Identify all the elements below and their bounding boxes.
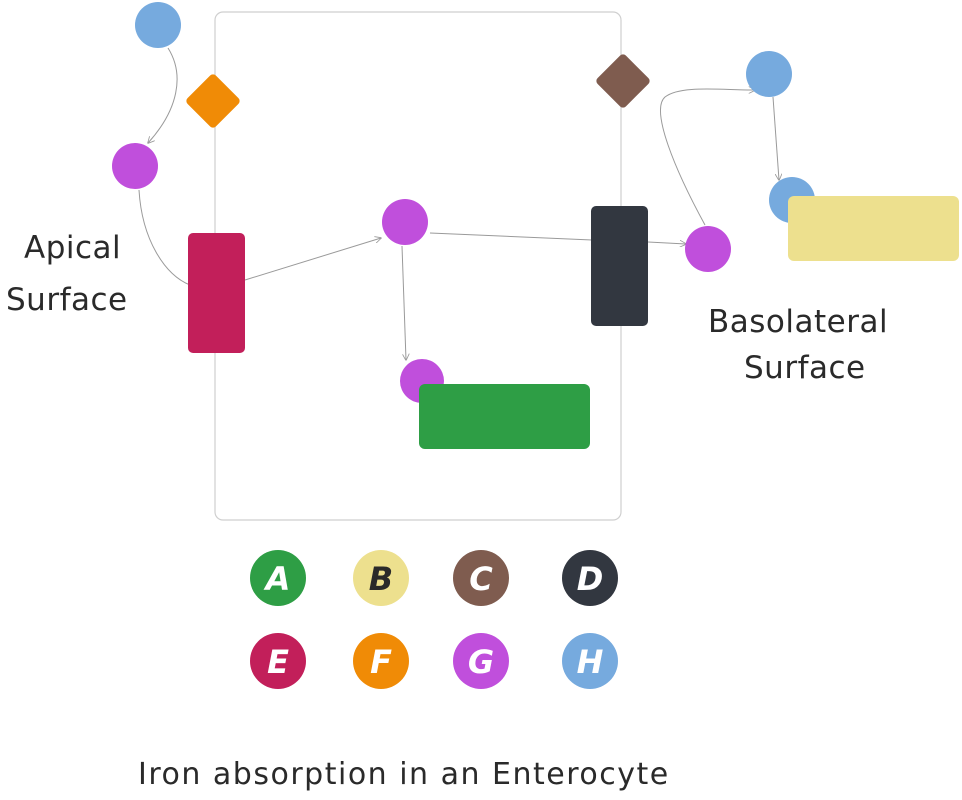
- apical-label-line1: Apical: [24, 230, 121, 266]
- legend-swatch-c: [453, 550, 509, 606]
- legend-letter-f: F: [370, 643, 392, 681]
- arrow-h-to-h-bound: [772, 96, 779, 180]
- legend-swatch-b: [353, 550, 409, 606]
- legend-swatch-f: [353, 633, 409, 689]
- enzyme-f-diamond: [186, 74, 240, 128]
- legend-letter-d: D: [577, 560, 604, 598]
- transporter-d-basolateral: [591, 206, 648, 326]
- enzyme-c-diamond: [596, 54, 650, 108]
- iron-g-apical: [112, 143, 158, 189]
- carrier-b-yellow: [788, 196, 959, 261]
- basolateral-label-line1: Basolateral: [708, 304, 888, 340]
- arrow-g-to-h-basolateral: [660, 89, 755, 226]
- iron-g-basolateral: [685, 226, 731, 272]
- iron-g-center: [382, 199, 428, 245]
- legend-letter-h: H: [577, 643, 604, 681]
- legend-swatch-g: [453, 633, 509, 689]
- arrow-g-to-storage: [401, 245, 406, 360]
- path-g-to-transporter-e: [138, 189, 191, 286]
- iron-h-apical: [135, 2, 181, 48]
- legend: A B C D E F G H: [250, 550, 618, 689]
- legend-swatch-a: [250, 550, 306, 606]
- legend-swatch-d: [562, 550, 618, 606]
- legend-swatch-e: [250, 633, 306, 689]
- legend-letter-e: E: [267, 643, 289, 681]
- legend-letter-c: C: [469, 560, 493, 598]
- arrow-e-to-g-center: [244, 238, 381, 281]
- diagram-title: Iron absorption in an Enterocyte: [138, 757, 670, 792]
- apical-label-line2: Surface: [6, 282, 128, 318]
- legend-letter-b: B: [369, 560, 393, 598]
- arrow-h-to-g-apical: [148, 47, 178, 143]
- iron-h-basolateral: [746, 51, 792, 97]
- basolateral-label-line2: Surface: [744, 350, 866, 386]
- path-g-to-transporter-d: [429, 232, 593, 241]
- arrow-d-to-g-basolateral: [647, 242, 686, 244]
- transporter-e-apical: [188, 233, 245, 353]
- legend-letter-a: A: [263, 560, 291, 598]
- storage-a-green: [419, 384, 590, 449]
- legend-letter-g: G: [468, 643, 494, 681]
- legend-swatch-h: [562, 633, 618, 689]
